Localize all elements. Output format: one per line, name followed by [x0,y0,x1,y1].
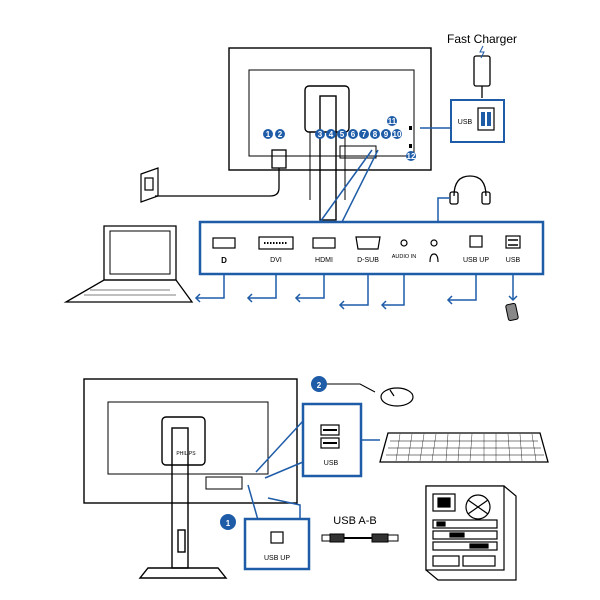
svg-text:2: 2 [278,130,283,139]
svg-text:5: 5 [340,130,345,139]
audio-in-label: AUDIO IN [392,254,416,260]
svg-text:3: 3 [318,130,323,139]
svg-text:9: 9 [384,130,389,139]
callout-usb [311,376,327,392]
usb-label: USB [506,257,521,264]
fast-charger-label: Fast Charger [447,32,517,46]
usb-up-box: USB UP [243,517,311,571]
svg-text:1: 1 [226,519,231,528]
bolt-icon [479,45,485,59]
monitor-back-top [228,47,432,221]
phone-icon [473,55,491,98]
svg-text:D: D [221,256,227,265]
dvi-label: DVI [270,257,282,264]
usb-stick-icon [505,303,519,321]
svg-text:2: 2 [317,381,322,390]
svg-text:4: 4 [329,130,334,139]
pc-tower-icon [425,485,517,581]
usb-fast-charge-box: USB [450,99,505,143]
usb-port-label: USB [458,119,473,126]
port-panel: D DVI HDMI D-SUB AUDIO IN USB UP USB [198,220,545,276]
brand-label: PHILIPS [176,451,196,457]
usb-hub-box: USB [301,402,363,478]
usb-up-label: USB UP [463,257,489,264]
laptop-icon [63,225,194,303]
svg-text:6: 6 [351,130,356,139]
headphone-icon [449,175,491,205]
usb-up-box-label: USB UP [264,555,290,562]
monitor-back-bottom [83,378,298,579]
cable-label: USB A-B [333,515,376,527]
hdmi-label: HDMI [315,257,333,264]
wall-outlet-icon [140,167,159,203]
cable-arrows [194,274,518,310]
usb-ab-cable-icon [321,533,399,543]
svg-text:8: 8 [373,130,378,139]
monitor-callouts: 1 2 3 4 5 6 7 8 9 10 11 12 [263,116,416,161]
svg-text:10: 10 [393,130,402,139]
power-cable [155,149,287,197]
svg-text:1: 1 [266,130,271,139]
usb-hub-label: USB [324,460,339,467]
svg-text:11: 11 [388,117,397,126]
svg-text:12: 12 [407,152,416,161]
svg-text:7: 7 [362,130,367,139]
dsub-label: D-SUB [357,257,379,264]
mouse-icon [380,387,414,407]
keyboard-icon [379,432,549,463]
callout-usb-up [220,514,236,530]
